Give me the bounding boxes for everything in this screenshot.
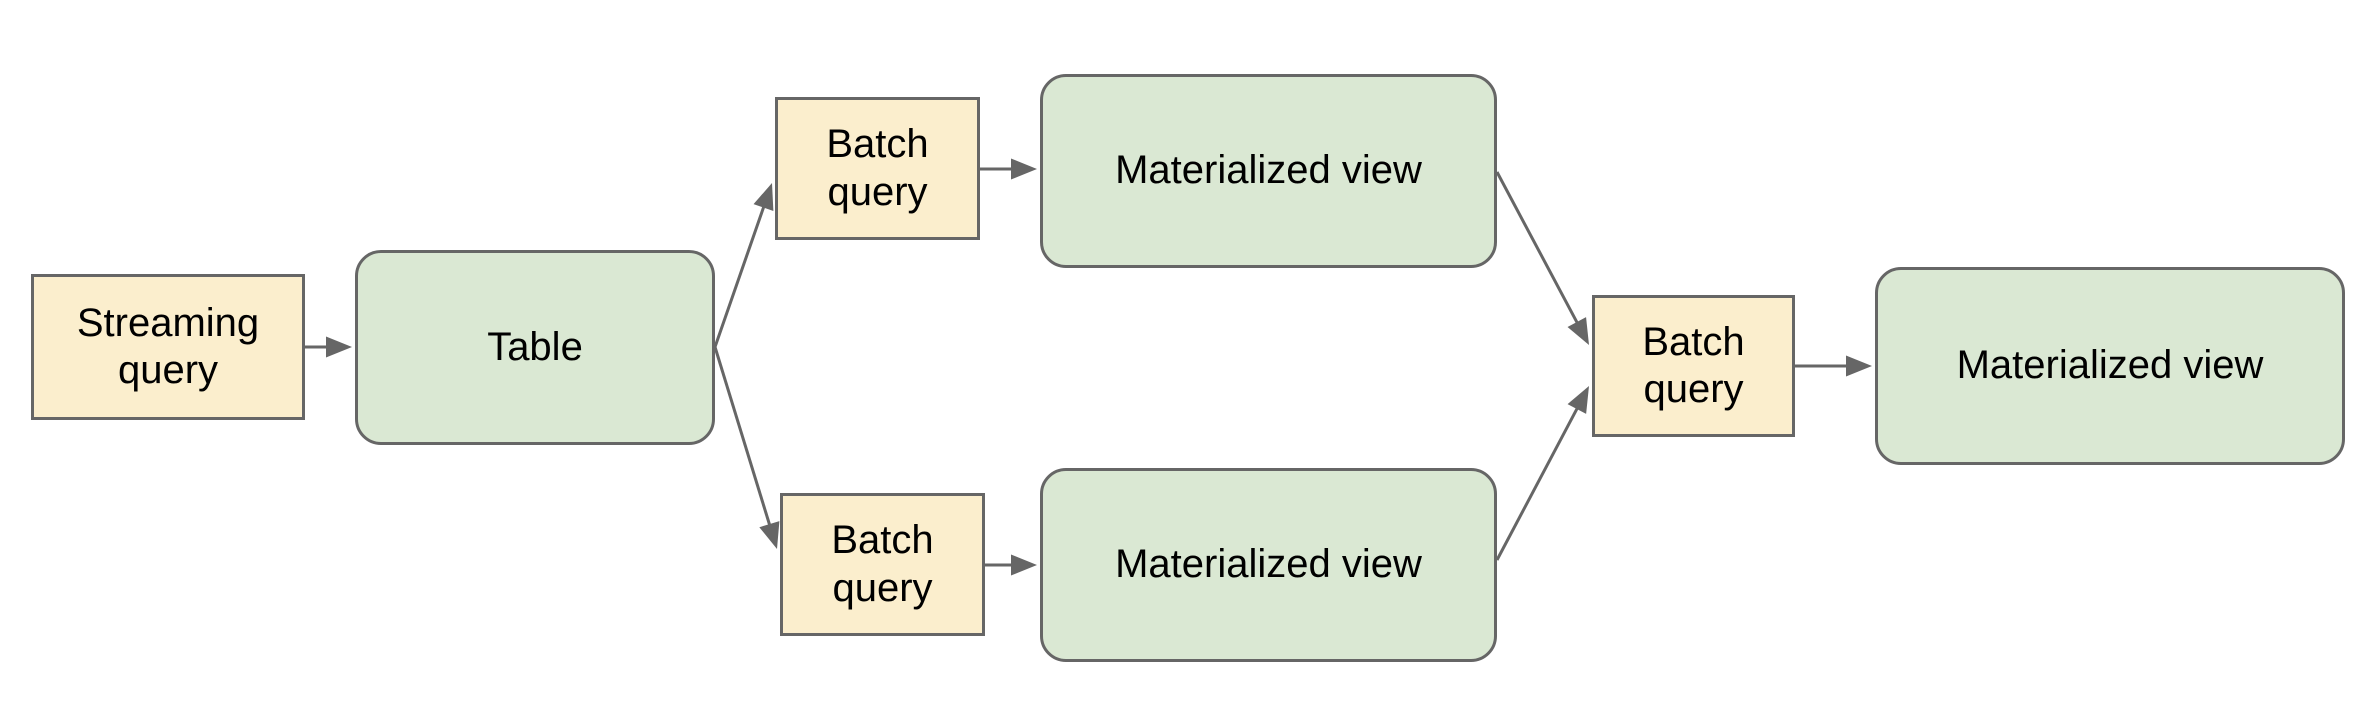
edge-e7 (1495, 386, 1589, 561)
edge-e8 (1795, 355, 1872, 377)
node-batch-query-bottom[interactable]: Batch query (780, 493, 985, 636)
arrowhead (1011, 158, 1037, 180)
edge-e6 (1495, 171, 1589, 345)
edge-e5 (985, 554, 1037, 576)
node-label: Streaming query (76, 300, 260, 392)
node-materialized-view-top[interactable]: Materialized view (1040, 74, 1497, 268)
node-label: Materialized view (1115, 542, 1422, 587)
node-materialized-view-bottom[interactable]: Materialized view (1040, 468, 1497, 662)
arrowhead (759, 521, 780, 549)
arrowhead (1567, 386, 1589, 414)
node-label: Batch query (826, 122, 929, 214)
node-materialized-view-right[interactable]: Materialized view (1875, 267, 2345, 465)
arrowhead (753, 183, 774, 212)
edge-e1 (305, 336, 352, 358)
node-label: Batch query (831, 518, 934, 610)
node-label: Materialized view (1956, 343, 2264, 388)
node-batch-query-top[interactable]: Batch query (775, 97, 980, 240)
arrowhead (1846, 355, 1872, 377)
node-label: Batch query (1642, 319, 1745, 411)
node-label: Materialized view (1115, 148, 1422, 193)
edge-e3 (713, 346, 780, 549)
edge-e4 (980, 158, 1037, 180)
node-table[interactable]: Table (355, 250, 715, 445)
node-label: Table (487, 324, 583, 369)
arrowhead (326, 336, 352, 358)
arrowhead (1011, 554, 1037, 576)
edge-e2 (713, 183, 774, 348)
arrowhead (1567, 317, 1589, 345)
node-streaming-query[interactable]: Streaming query (31, 274, 305, 420)
node-batch-query-center[interactable]: Batch query (1592, 295, 1795, 437)
